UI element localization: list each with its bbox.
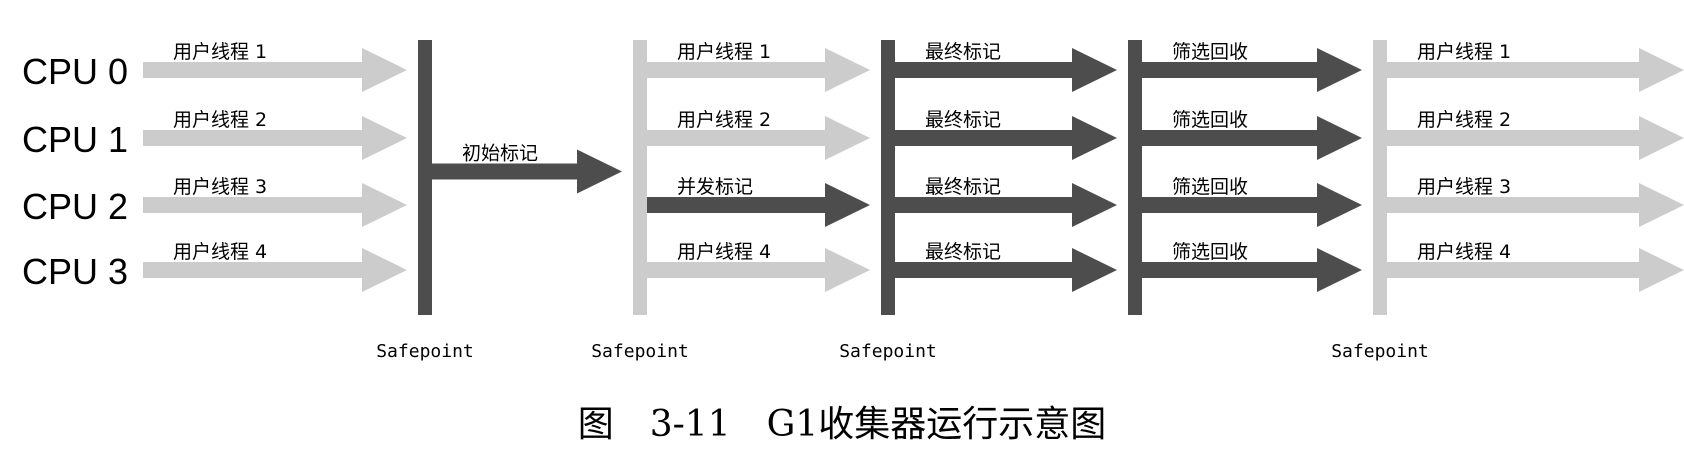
segment-label: 用户线程 2 xyxy=(173,109,267,131)
safepoint-label: Safepoint xyxy=(839,341,937,362)
segment-arrow xyxy=(647,116,870,160)
cpu-label: CPU 1 xyxy=(22,119,128,160)
segment-label: 最终标记 xyxy=(925,109,1001,131)
segment-arrow xyxy=(143,183,407,227)
safepoint-bar xyxy=(881,40,895,315)
safepoint-bar xyxy=(633,40,647,315)
cpu-label: CPU 3 xyxy=(22,251,128,292)
segment-label: 筛选回收 xyxy=(1172,109,1248,131)
segment-arrow xyxy=(143,116,407,160)
segment-arrow xyxy=(895,48,1117,92)
segment-label: 用户线程 4 xyxy=(1417,241,1511,263)
segment-arrow xyxy=(895,248,1117,292)
segment-label: 用户线程 2 xyxy=(1417,109,1511,131)
segment-label: 用户线程 3 xyxy=(173,176,267,198)
segment-label: 筛选回收 xyxy=(1172,241,1248,263)
segment-arrow xyxy=(647,183,870,227)
segment-arrow xyxy=(1142,248,1362,292)
safepoint-label: Safepoint xyxy=(376,341,474,362)
safepoint-label: Safepoint xyxy=(1331,341,1429,362)
segment-arrow xyxy=(1387,248,1684,292)
segment-arrow xyxy=(1142,183,1362,227)
segment-label: 筛选回收 xyxy=(1172,41,1248,63)
segment-label: 并发标记 xyxy=(677,176,753,198)
segment-label: 最终标记 xyxy=(925,241,1001,263)
segment-arrow xyxy=(1387,183,1684,227)
segment-label: 用户线程 1 xyxy=(173,41,267,63)
segment-arrow xyxy=(432,149,622,194)
cpu-label: CPU 0 xyxy=(22,51,128,92)
safepoint-bar xyxy=(418,40,432,315)
safepoint-bar xyxy=(1373,40,1387,315)
segment-label: 最终标记 xyxy=(925,41,1001,63)
segment-label: 用户线程 1 xyxy=(677,41,771,63)
segment-label: 用户线程 4 xyxy=(677,241,771,263)
segment-label: 初始标记 xyxy=(462,143,538,165)
segment-label: 最终标记 xyxy=(925,176,1001,198)
segment-arrow xyxy=(1387,48,1684,92)
segment-label: 用户线程 3 xyxy=(1417,176,1511,198)
segment-label: 用户线程 4 xyxy=(173,241,267,263)
segment-label: 用户线程 1 xyxy=(1417,41,1511,63)
segment-arrow xyxy=(1142,116,1362,160)
segment-arrow xyxy=(895,116,1117,160)
segment-arrow xyxy=(143,248,407,292)
safepoint-bar xyxy=(1128,40,1142,315)
segment-arrow xyxy=(647,48,870,92)
cpu-label: CPU 2 xyxy=(22,186,128,227)
figure-caption: 图 3-11 G1收集器运行示意图 xyxy=(577,404,1107,445)
segment-label: 用户线程 2 xyxy=(677,109,771,131)
segment-arrow xyxy=(895,183,1117,227)
safepoint-label: Safepoint xyxy=(591,341,689,362)
segment-arrow xyxy=(1387,116,1684,160)
segment-arrow xyxy=(1142,48,1362,92)
segment-arrow xyxy=(647,248,870,292)
segment-label: 筛选回收 xyxy=(1172,176,1248,198)
segment-arrow xyxy=(143,48,407,92)
